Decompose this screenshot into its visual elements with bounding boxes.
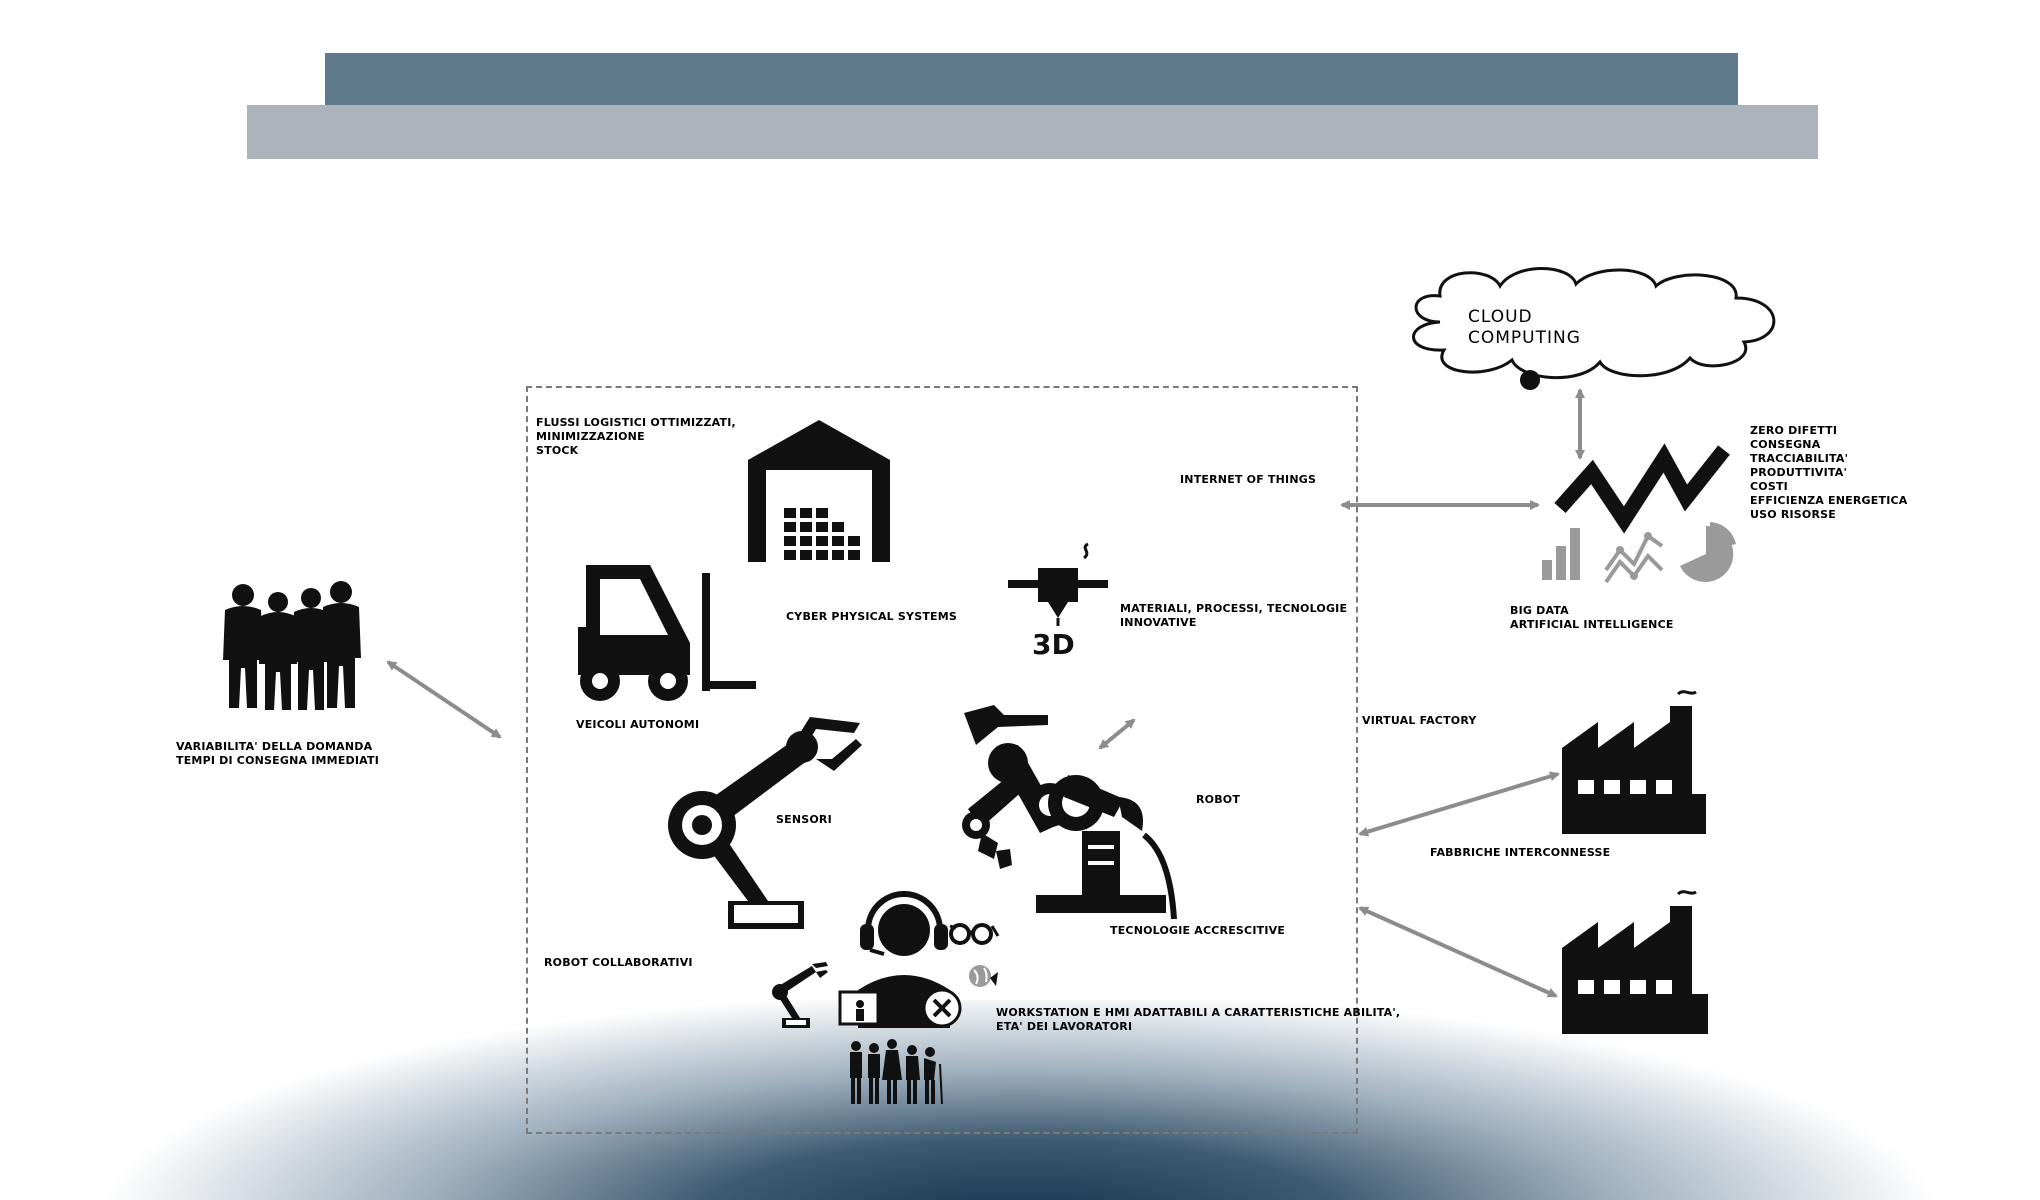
forklift-icon: [578, 565, 756, 701]
workers-group-icon: [850, 1039, 943, 1105]
arrow-people-factory: [386, 660, 502, 739]
label-iot: INTERNET OF THINGS: [1180, 473, 1317, 486]
factory-top-icon: [1562, 690, 1706, 834]
industrial-robot-icon: [962, 705, 1177, 920]
label-virtual-factory: VIRTUAL FACTORY: [1362, 714, 1477, 727]
cloud-computing-icon: [1412, 267, 1776, 390]
trend-chart-icon: [1554, 443, 1730, 534]
3d-printer-icon: 3D: [1008, 542, 1108, 661]
operator-headset-icon: [858, 891, 962, 1028]
arrow-frame-factory-bottom: [1358, 906, 1558, 998]
header-bar-dark: [325, 53, 1738, 105]
warehouse-icon: [748, 420, 890, 562]
label-variabilita: VARIABILITA' DELLA DOMANDA TEMPI DI CONS…: [176, 740, 380, 767]
label-veicoli: VEICOLI AUTONOMI: [576, 718, 700, 731]
small-robot-arm-icon: [772, 962, 828, 1028]
label-bigdata: BIG DATA ARTIFICIAL INTELLIGENCE: [1510, 604, 1674, 631]
cloud-label: CLOUD COMPUTING: [1468, 307, 1581, 348]
label-workstation: WORKSTATION E HMI ADATTABILI A CARATTERI…: [996, 1006, 1401, 1033]
workstation-screen-icon: [838, 990, 880, 1026]
label-sensori: SENSORI: [776, 813, 832, 826]
arrow-frame-factory-top: [1358, 771, 1560, 837]
collaborative-robot-arm-icon: [668, 717, 862, 929]
label-tecnologie: TECNOLOGIE ACCRESCITIVE: [1110, 924, 1286, 937]
people-group-icon: [223, 581, 361, 710]
header-bar-light: [247, 105, 1818, 159]
smart-glasses-icon: [949, 923, 1000, 945]
smart-factory-frame: [526, 386, 1358, 1134]
label-benefits: ZERO DIFETTI CONSEGNA TRACCIABILITA' PRO…: [1750, 424, 1908, 521]
label-cps: CYBER PHYSICAL SYSTEMS: [786, 610, 958, 623]
label-robot: ROBOT: [1196, 793, 1241, 806]
factory-bottom-icon: [1562, 890, 1708, 1034]
label-fabbriche: FABBRICHE INTERCONNESSE: [1430, 846, 1611, 859]
gesture-icon: [969, 965, 998, 987]
mini-charts-icon: [1542, 522, 1736, 584]
label-materiali: MATERIALI, PROCESSI, TECNOLOGIE INNOVATI…: [1120, 602, 1348, 629]
3d-label: 3D: [1032, 628, 1075, 661]
arrow-robot-printer: [1098, 718, 1136, 750]
label-robot-collaborativi: ROBOT COLLABORATIVI: [544, 956, 693, 969]
label-flussi: FLUSSI LOGISTICI OTTIMIZZATI, MINIMIZZAZ…: [536, 416, 736, 457]
